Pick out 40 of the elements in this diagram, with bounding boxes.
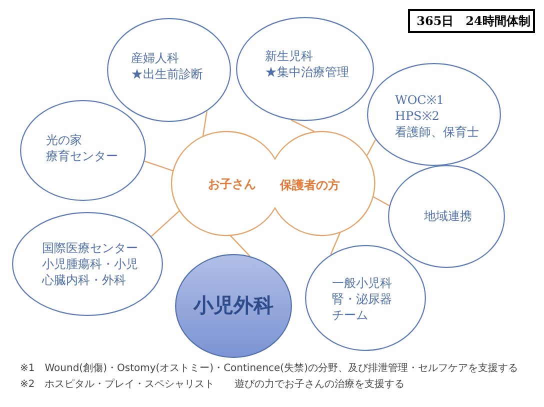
ellipse-node <box>236 17 374 121</box>
center-label: お子さん <box>208 176 256 192</box>
cloud-shape <box>172 131 375 236</box>
department-label: 心臓内科・外科 <box>42 272 126 288</box>
department-label: 国際医療センター <box>42 240 138 256</box>
connector-line <box>144 160 174 172</box>
footnote-text: ※2 ホスピタル・プレイ・スペシャリスト 遊びの力でお子さんの治療を支援する <box>20 378 405 391</box>
department-label: ★集中治療管理 <box>265 64 349 80</box>
department-label: HPS※2 <box>395 108 440 124</box>
connector-line <box>330 232 341 255</box>
connector-line <box>366 139 376 156</box>
department-label: 産婦人科 <box>131 50 179 66</box>
connector-line <box>372 196 390 206</box>
department-label: 小児外科 <box>192 293 274 317</box>
connector-line <box>229 234 250 256</box>
department-label: 看護師、保育士 <box>395 124 479 140</box>
department-label: 光の家 <box>46 132 82 148</box>
department-label: 療育センター <box>46 148 118 164</box>
department-label: 腎・泌尿器 <box>332 291 392 307</box>
department-label: 小児腫瘍科・小児 <box>42 256 138 272</box>
department-label: 地域連携 <box>424 208 472 224</box>
center-label: 保護者の方 <box>280 177 340 193</box>
ellipse-node <box>305 245 426 351</box>
ellipse-node <box>367 63 501 166</box>
connector-line <box>151 210 181 237</box>
ellipse-node <box>388 165 505 268</box>
department-label: 一般小児科 <box>332 275 392 291</box>
department-label: WOC※1 <box>395 92 444 108</box>
ellipse-node <box>175 254 292 358</box>
department-label: チーム <box>332 307 368 323</box>
department-label: 新生児科 <box>265 48 313 64</box>
ellipse-node <box>20 100 146 201</box>
department-label: ★出生前診断 <box>131 66 203 82</box>
footnote-text: ※1 Wound(創傷)・Ostomy(オストミー)・Continence(失禁)の分野、及び排泄管理・セルフケアを支援する <box>20 362 518 375</box>
ellipse-node <box>12 212 163 316</box>
ellipse-node <box>107 18 231 122</box>
title-text: 365日 24時間体制 <box>416 13 532 30</box>
connector-line <box>202 111 208 136</box>
connector-line <box>290 119 315 132</box>
title-box <box>408 9 535 33</box>
